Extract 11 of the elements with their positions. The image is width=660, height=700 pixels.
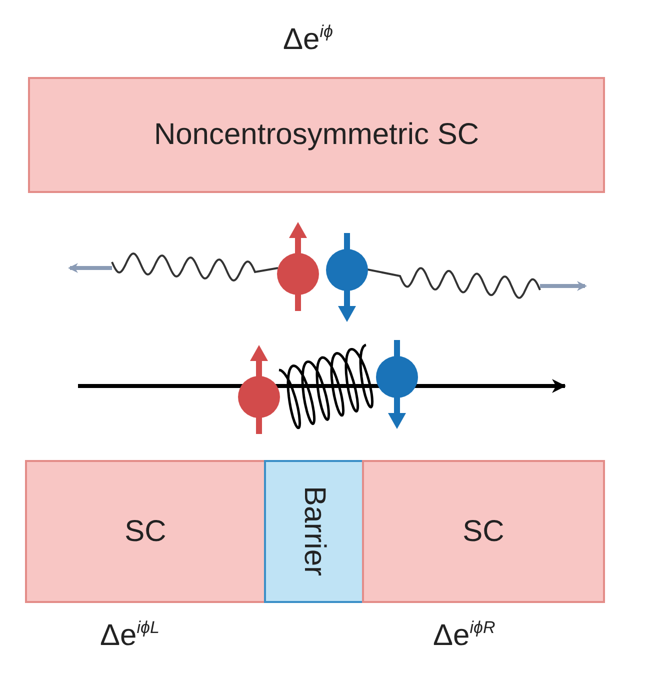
- superconductor-box: [25, 460, 266, 603]
- box-label: Barrier: [296, 486, 332, 576]
- box-label: Noncentrosymmetric SC: [154, 117, 480, 154]
- gap-phase-label: Δe$^{iϕ}$: [283, 22, 333, 57]
- gap-phase-label: Δe$^{iϕL}$: [100, 618, 160, 653]
- gap-phase-label: Δe$^{iϕR}$: [433, 618, 496, 653]
- superconductor-box: [362, 460, 605, 603]
- superconductor-box: [28, 77, 605, 193]
- box-label: SC: [124, 514, 166, 550]
- box-label: SC: [462, 514, 504, 550]
- barrier-box: [264, 460, 364, 603]
